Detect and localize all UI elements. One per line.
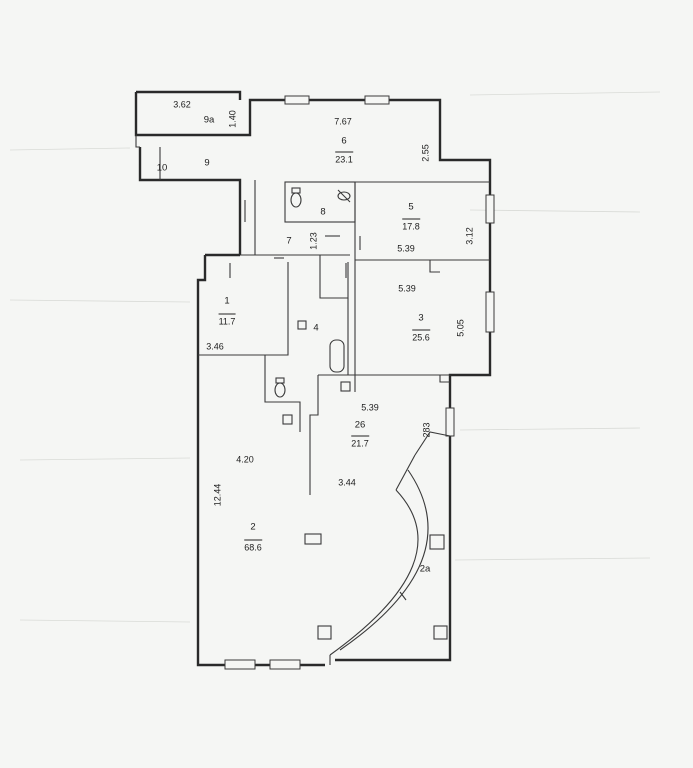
dimension-room-1-width: 3.46 (206, 341, 224, 352)
dimension-room-2-inner-width: 3.44 (338, 477, 356, 488)
room-6-number: 6 (341, 135, 347, 147)
interior-walls (135, 135, 490, 665)
dimension-room-9a-depth: 1.40 (227, 110, 238, 128)
room-3-number: 3 (418, 312, 424, 324)
background-ghost-lines (9, 91, 661, 623)
room-3-area: 25.6 (412, 329, 430, 343)
room-26-area: 21.7 (351, 435, 369, 449)
room-8-number: 8 (320, 206, 326, 218)
room-2a-number: 2a (419, 563, 431, 575)
room-26-number: 26 (354, 419, 366, 431)
room-9a-number: 9a (203, 114, 215, 126)
room-2-number: 2 (250, 521, 256, 533)
fixtures (274, 187, 448, 640)
outer-walls (134, 90, 492, 667)
dimension-room-26-depth: 283 (421, 422, 432, 438)
dimension-room-2-upper-width: 4.20 (236, 454, 254, 465)
room-5-number: 5 (408, 201, 414, 213)
dimension-room-3-width: 5.39 (398, 283, 416, 294)
room-1-area: 11.7 (218, 313, 236, 327)
dimension-room-5-depth: 3.12 (464, 227, 475, 245)
room-9-number: 9 (204, 157, 210, 169)
room-4-number: 4 (313, 322, 319, 334)
dimension-room-9a-width: 3.62 (173, 99, 191, 110)
room-1-number: 1 (224, 295, 230, 307)
room-6-area: 23.1 (335, 151, 353, 165)
dimension-room-2-length: 12.44 (212, 483, 223, 507)
room-5-area: 17.8 (402, 218, 420, 232)
dimension-room-26-width: 5.39 (361, 402, 379, 413)
dimension-room-5-width: 5.39 (397, 243, 415, 254)
windows (224, 95, 495, 670)
dimension-room-3-depth: 5.05 (455, 319, 466, 337)
dimension-room-6-width: 7.67 (334, 116, 352, 127)
room-10-number: 10 (156, 162, 168, 174)
room-7-number: 7 (286, 235, 292, 247)
room-2-area: 68.6 (244, 539, 262, 553)
dimension-room-6-depth: 2.55 (420, 144, 431, 162)
dimension-corridor-7-width: 1.23 (308, 232, 319, 250)
doors (229, 200, 407, 601)
